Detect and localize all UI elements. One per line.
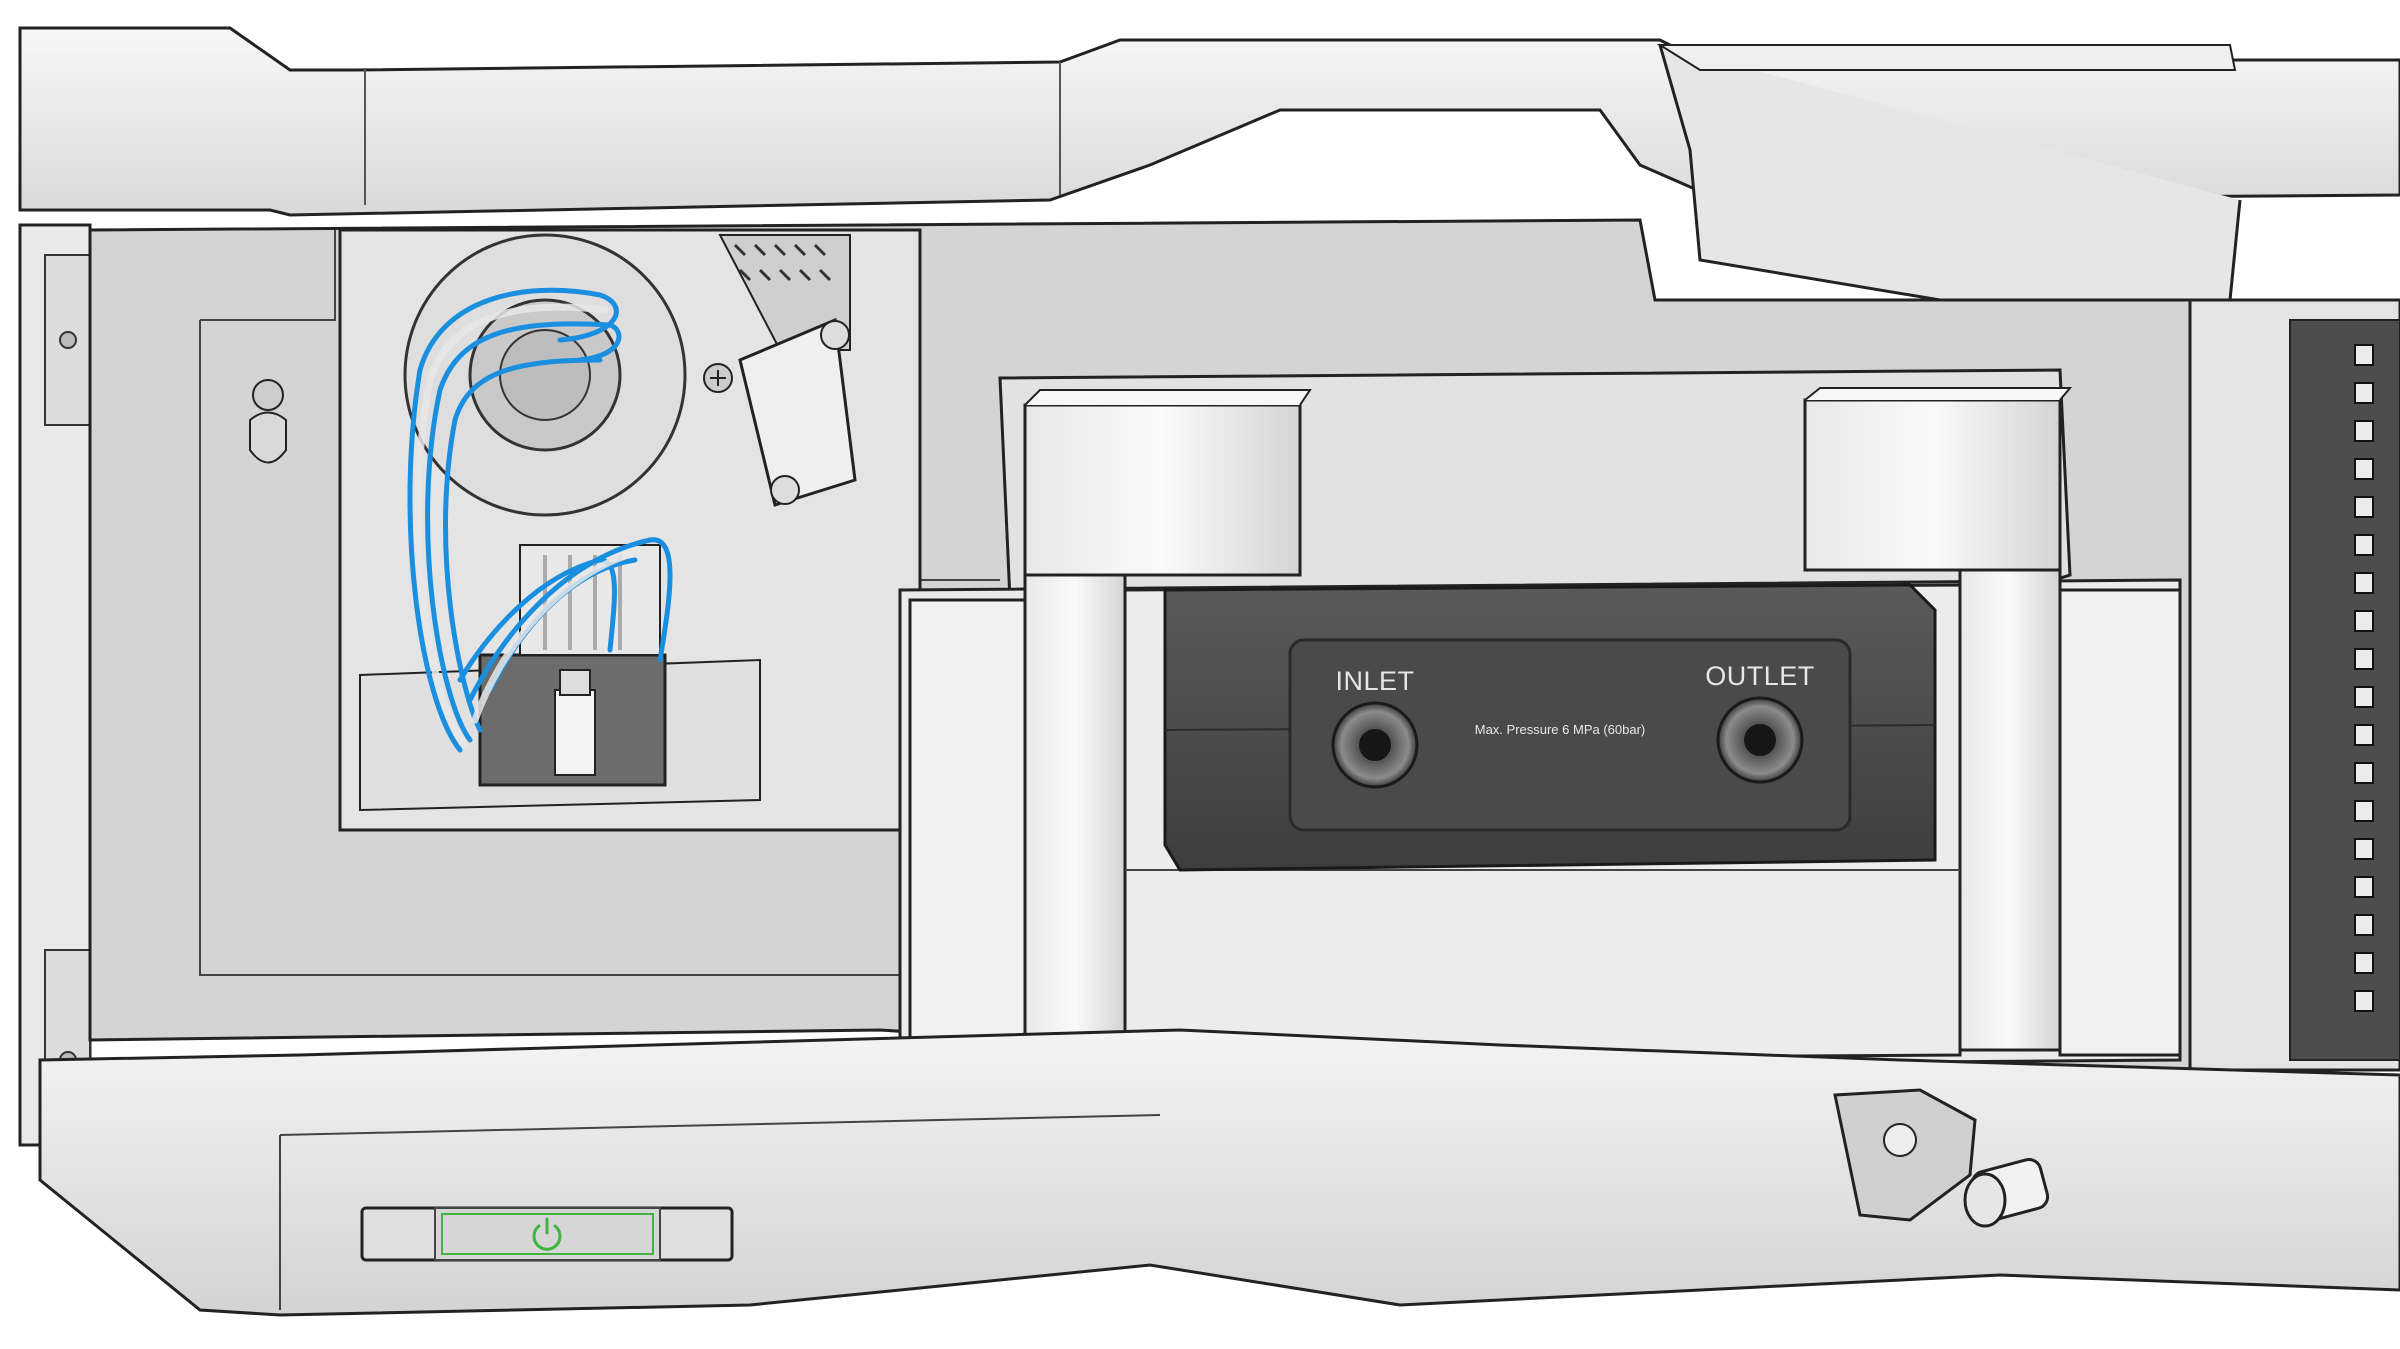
- vent-slot: [2354, 762, 2374, 784]
- vent-slot: [2354, 572, 2374, 594]
- left-hinge-panel: [18, 223, 92, 1147]
- left-clamp: [908, 389, 1312, 1062]
- vent-slot: [2354, 686, 2374, 708]
- vent-slot: [2354, 800, 2374, 822]
- vent-slot: [2354, 534, 2374, 556]
- inlet-port: [1331, 701, 1419, 789]
- vent-slot: [2354, 724, 2374, 746]
- drain-fitting: [1963, 1157, 2050, 1228]
- inlet-label: INLET: [1335, 666, 1414, 696]
- vent-slot: [2354, 420, 2374, 442]
- power-button[interactable]: [360, 1206, 734, 1262]
- column-cartridge: INLET OUTLET Max. Pressure 6 MPa (60bar): [1163, 583, 1937, 872]
- valve-assembly: [249, 228, 922, 832]
- vent-slot: [2354, 990, 2374, 1012]
- vent-slot: [2354, 952, 2374, 974]
- outlet-port: [1716, 696, 1804, 784]
- right-vent-panel: [2188, 298, 2400, 1072]
- vent-slots: [2354, 344, 2374, 1012]
- capillary-tubing: [407, 287, 673, 753]
- vent-slot: [2354, 610, 2374, 632]
- drain-bracket: [1833, 1088, 1977, 1222]
- vent-slot: [2354, 344, 2374, 366]
- top-housing: [18, 26, 2400, 302]
- outlet-label: OUTLET: [1705, 661, 1815, 691]
- gear: [718, 234, 851, 351]
- max-pressure-label: Max. Pressure 6 MPa (60bar): [1475, 722, 1646, 737]
- keyhole-slot: [249, 379, 287, 464]
- vent-slot: [2354, 648, 2374, 670]
- lever-arm: [738, 317, 857, 507]
- vent-slot: [2354, 496, 2374, 518]
- vent-slot: [2354, 458, 2374, 480]
- bottom-housing: [38, 1028, 2400, 1317]
- power-icon: [532, 1217, 562, 1251]
- vent-slot: [2354, 876, 2374, 898]
- vent-slot: [2354, 914, 2374, 936]
- vent-slot: [2354, 838, 2374, 860]
- vent-slot: [2354, 382, 2374, 404]
